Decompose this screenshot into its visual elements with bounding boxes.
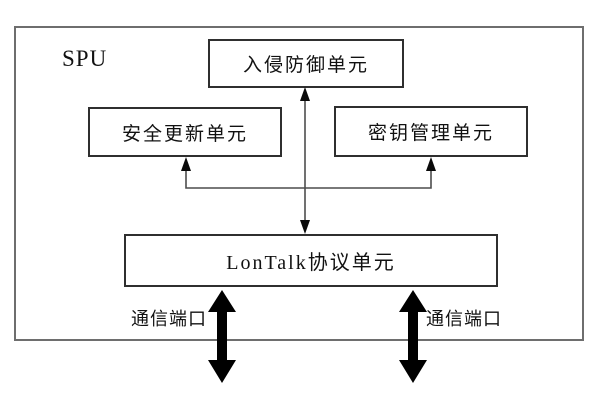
spu-container-box	[14, 26, 584, 341]
node-lontalk-protocol-unit: LonTalk协议单元	[124, 234, 498, 287]
spu-container-label: SPU	[62, 46, 108, 71]
node-intrusion-prevention-unit-label: 入侵防御单元	[242, 55, 369, 76]
node-security-update-unit: 安全更新单元	[88, 107, 282, 157]
node-key-management-unit-label: 密钥管理单元	[367, 123, 494, 144]
node-key-management-unit: 密钥管理单元	[334, 106, 528, 157]
comm-port-label-right: 通信端口	[426, 309, 502, 329]
node-lontalk-protocol-unit-label: LonTalk协议单元	[226, 252, 396, 274]
comm-port-label-left: 通信端口	[131, 309, 207, 329]
node-intrusion-prevention-unit: 入侵防御单元	[208, 39, 404, 88]
node-security-update-unit-label: 安全更新单元	[121, 123, 248, 145]
